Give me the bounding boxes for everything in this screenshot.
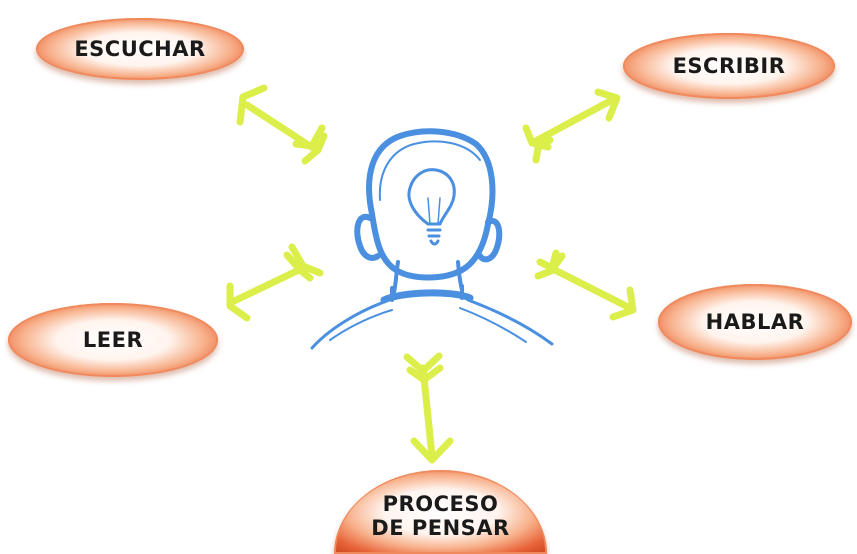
arrow-to-escuchar [236, 84, 328, 165]
person-head-with-lightbulb-icon [310, 128, 554, 350]
node-hablar: HABLAR [658, 284, 852, 360]
arrow-to-hablar [534, 249, 637, 321]
arrow-to-escribir [522, 88, 621, 164]
node-escribir: ESCRIBIR [623, 33, 835, 99]
node-leer-label: LEER [82, 327, 144, 352]
arrow-to-proceso-de-pensar [403, 352, 454, 464]
node-escribir-label: ESCRIBIR [672, 53, 786, 78]
node-proceso-de-pensar-label: PROCESO DE PENSAR [371, 491, 510, 540]
arrow-to-leer [226, 243, 324, 322]
node-escuchar-label: ESCUCHAR [74, 36, 206, 61]
node-hablar-label: HABLAR [705, 309, 805, 334]
node-leer: LEER [8, 303, 218, 377]
node-escuchar: ESCUCHAR [36, 18, 244, 80]
